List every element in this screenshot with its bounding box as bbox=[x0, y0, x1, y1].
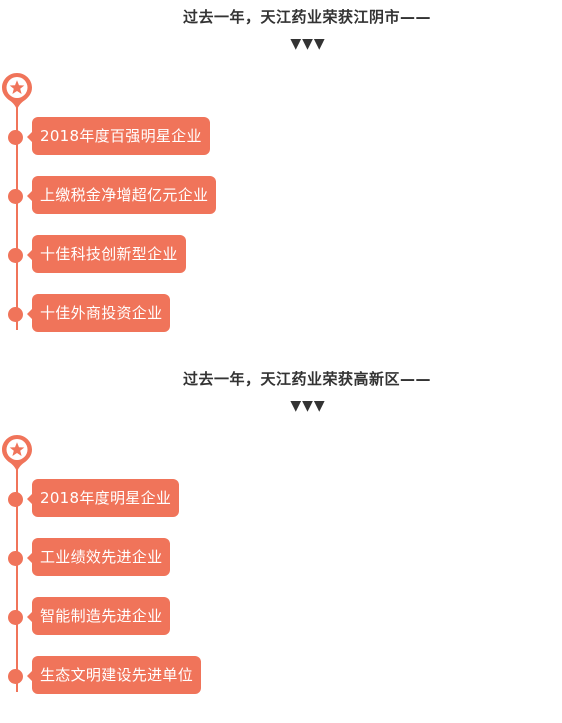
star-pin-icon bbox=[1, 434, 33, 474]
label-pointer bbox=[27, 670, 33, 682]
award-label: 上缴税金净增超亿元企业 bbox=[32, 176, 217, 214]
award-label: 智能制造先进企业 bbox=[32, 597, 171, 635]
award-label: 生态文明建设先进单位 bbox=[32, 656, 202, 694]
list-item: 十佳科技创新型企业 bbox=[0, 235, 562, 275]
list-item: 上缴税金净增超亿元企业 bbox=[0, 176, 562, 216]
label-pointer bbox=[27, 308, 33, 320]
list-item: 十佳外商投资企业 bbox=[0, 294, 562, 334]
list-item: 生态文明建设先进单位 bbox=[0, 656, 562, 696]
label-pointer bbox=[27, 131, 33, 143]
section-title: 过去一年，天江药业荣获江阴市—— bbox=[182, 8, 431, 26]
down-arrows-icon: ▼▼▼ bbox=[290, 398, 326, 414]
award-label: 十佳外商投资企业 bbox=[32, 294, 171, 332]
timeline-line bbox=[16, 462, 18, 692]
label-pointer bbox=[27, 249, 33, 261]
label-pointer bbox=[27, 493, 33, 505]
list-item: 工业绩效先进企业 bbox=[0, 538, 562, 578]
timeline-line bbox=[16, 100, 18, 330]
section-title: 过去一年，天江药业荣获高新区—— bbox=[182, 370, 431, 388]
award-label: 十佳科技创新型企业 bbox=[32, 235, 186, 273]
timeline-dot bbox=[8, 189, 23, 204]
timeline-dot bbox=[8, 551, 23, 566]
timeline-dot bbox=[8, 130, 23, 145]
down-arrows-icon: ▼▼▼ bbox=[290, 36, 326, 52]
timeline-dot bbox=[8, 610, 23, 625]
timeline-dot bbox=[8, 492, 23, 507]
award-label: 工业绩效先进企业 bbox=[32, 538, 171, 576]
timeline-dot bbox=[8, 669, 23, 684]
list-item: 智能制造先进企业 bbox=[0, 597, 562, 637]
label-pointer bbox=[27, 552, 33, 564]
timeline-dot bbox=[8, 248, 23, 263]
award-label: 2018年度百强明星企业 bbox=[32, 117, 210, 155]
list-item: 2018年度明星企业 bbox=[0, 479, 562, 519]
label-pointer bbox=[27, 611, 33, 623]
star-pin-icon bbox=[1, 72, 33, 112]
label-pointer bbox=[27, 190, 33, 202]
timeline-dot bbox=[8, 307, 23, 322]
award-label: 2018年度明星企业 bbox=[32, 479, 180, 517]
list-item: 2018年度百强明星企业 bbox=[0, 117, 562, 157]
